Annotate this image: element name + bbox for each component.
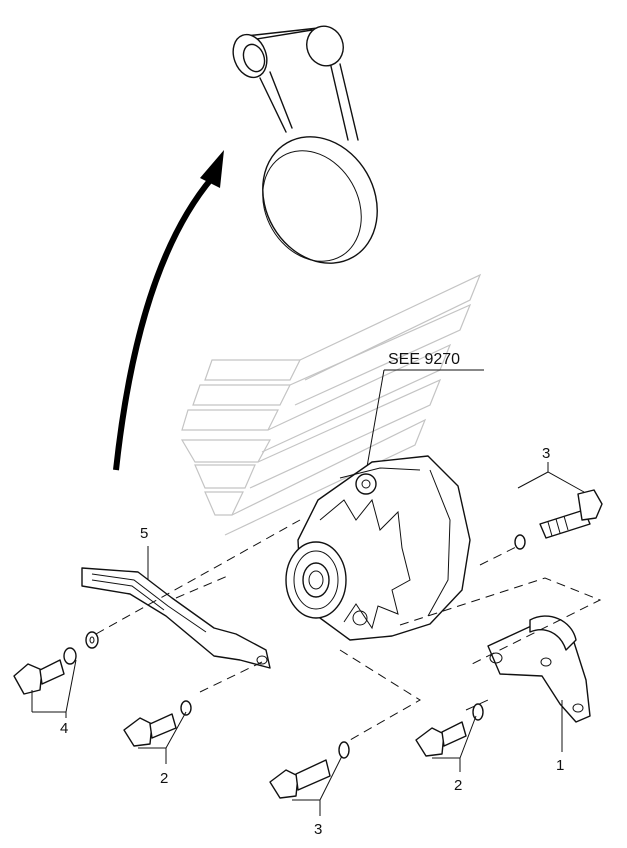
adjusting-strap (81, 567, 271, 669)
see-reference-text: SEE 9270 (388, 351, 460, 368)
callout-1: 1 (556, 757, 564, 774)
bolt-washer-top (514, 489, 603, 550)
bolt-washer-far-left (13, 631, 99, 695)
callout-2-left: 2 (160, 770, 168, 787)
callout-3-bottom: 3 (314, 821, 322, 838)
callout-4: 4 (60, 720, 68, 737)
watermark-logo (180, 273, 482, 536)
belt-drive-illustration (232, 25, 378, 264)
assembly-lines (95, 519, 602, 741)
bolt-washer-right (415, 703, 484, 757)
bolt-washer-left (123, 700, 192, 747)
alternator (285, 455, 471, 641)
callout-5: 5 (140, 525, 148, 542)
curved-arrow-icon (113, 150, 224, 471)
callout-2-right: 2 (454, 777, 462, 794)
callout-leaders (31, 462, 585, 816)
mounting-bracket (487, 615, 591, 723)
callout-3-top: 3 (542, 445, 550, 462)
bolt-washer-bottom (269, 741, 350, 799)
